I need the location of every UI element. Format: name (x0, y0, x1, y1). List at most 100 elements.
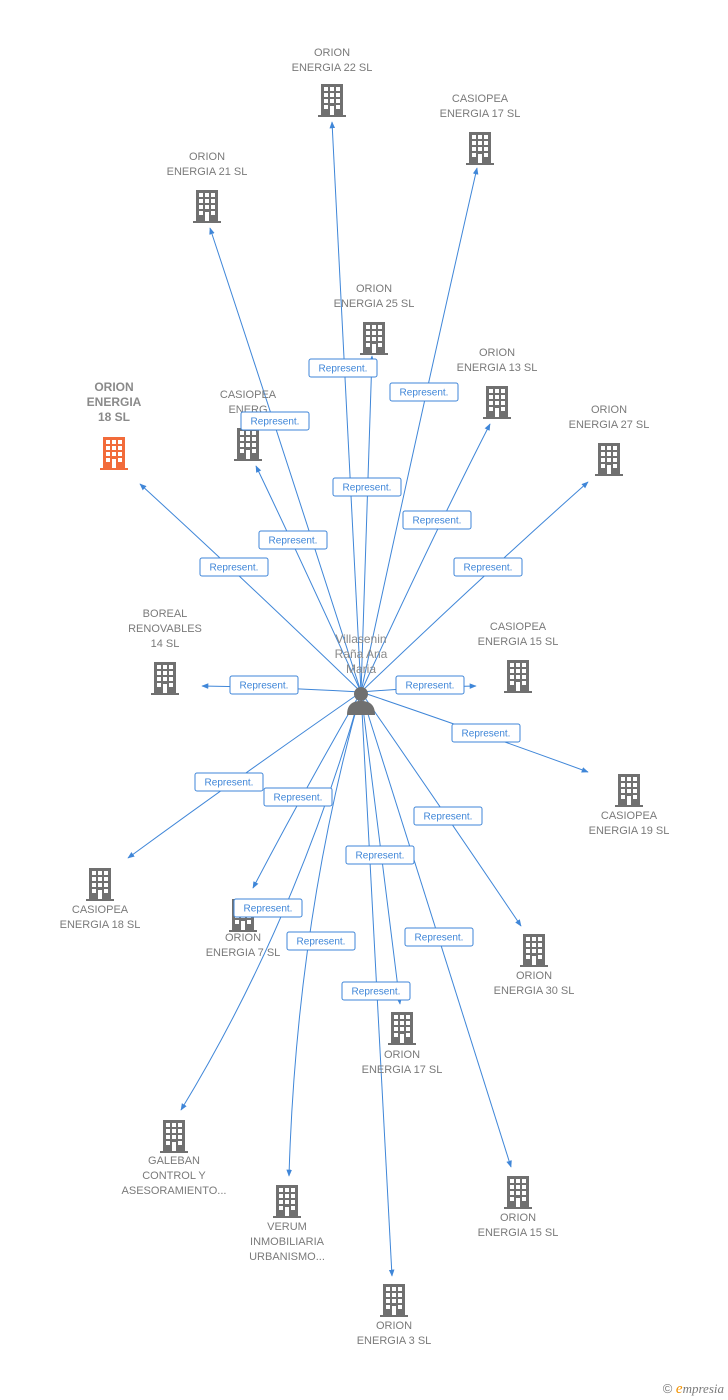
edge-label-box (240, 411, 310, 431)
company-name-line: ENERGIA 15 SL (478, 1227, 559, 1239)
building-icon (504, 1176, 532, 1209)
company-node-orion-energia-17[interactable]: ORION ENERGIA 17 SL (362, 1012, 443, 1076)
center-name-line-2: Raña Ana (335, 647, 388, 661)
edge-label-orion-energia-13[interactable]: Represent. (402, 510, 472, 530)
edge-label-box (229, 675, 299, 695)
edge-label-text: Represent. (352, 987, 401, 998)
edge-label-galeban-control[interactable]: Represent. (286, 931, 356, 951)
edge-label-text: Represent. (406, 681, 455, 692)
company-name-line: 18 SL (98, 410, 130, 424)
company-name-line: ORION (384, 1049, 420, 1061)
edge-label-orion-energia-7[interactable]: Represent. (263, 787, 333, 807)
edge-label-text: Represent. (269, 536, 318, 547)
edge-label-casiopea-energia-15[interactable]: Represent. (395, 675, 465, 695)
edge-label-text: Represent. (400, 388, 449, 399)
edge-label-text: Represent. (356, 851, 405, 862)
edge-label-box (345, 845, 415, 865)
company-name-line: INMOBILIARIA (250, 1236, 325, 1248)
company-name-line: ORION (314, 47, 350, 59)
edge-label-box (194, 772, 264, 792)
company-name-line: ORION (225, 932, 261, 944)
edge-line-orion-energia-21 (209, 227, 362, 693)
company-name-line: URBANISMO... (249, 1251, 325, 1263)
edge-label-orion-energia-22[interactable]: Represent. (308, 358, 378, 378)
edge-label-text: Represent. (343, 483, 392, 494)
edge-label-verum-inmobiliaria[interactable]: Represent. (233, 898, 303, 918)
building-icon (615, 774, 643, 807)
edge-label-text: Represent. (424, 812, 473, 823)
edge-label-text: Represent. (205, 778, 254, 789)
company-name-line: ORION (94, 380, 133, 394)
company-name-line: ENERGIA 30 SL (494, 985, 575, 997)
company-node-orion-energia-30[interactable]: ORION ENERGIA 30 SL (494, 934, 575, 997)
edge-label-orion-energia-18[interactable]: Represent. (199, 557, 269, 577)
edge-label-casiopea-energia-17[interactable]: Represent. (389, 382, 459, 402)
edge-line-orion-energia-13 (360, 423, 491, 693)
company-node-verum-inmobiliaria[interactable]: VERUM INMOBILIARIA URBANISMO... (249, 1185, 325, 1263)
edge-label-orion-energia-17[interactable]: Represent. (345, 845, 415, 865)
company-node-orion-energia-27[interactable]: ORION ENERGIA 27 SL (569, 404, 650, 476)
company-node-orion-energia-3[interactable]: ORION ENERGIA 3 SL (357, 1284, 432, 1347)
edge-label-box (451, 723, 521, 743)
edge-label-box (263, 787, 333, 807)
copyright-symbol: © (662, 1381, 673, 1396)
edge-label-casiopea-energia-19[interactable]: Represent. (451, 723, 521, 743)
company-name-line: CONTROL Y (142, 1170, 206, 1182)
edge-label-box (258, 530, 328, 550)
building-icon (151, 662, 179, 695)
edge-label-orion-energia-25[interactable]: Represent. (332, 477, 402, 497)
company-name-line: ORION (356, 283, 392, 295)
building-icon (318, 84, 346, 117)
company-name-line: ENERGIA 18 SL (60, 919, 141, 931)
company-name-line: ORION (189, 151, 225, 163)
company-name-line: ORION (591, 404, 627, 416)
building-icon (234, 428, 262, 461)
building-icon (483, 386, 511, 419)
edge-line-orion-energia-22 (329, 121, 362, 693)
center-person[interactable]: Villasenin Raña Ana Maria (335, 632, 388, 715)
company-name-line: ENERGIA 27 SL (569, 419, 650, 431)
company-name-line: ORION (376, 1320, 412, 1332)
edge-label-boreal-renovables-14[interactable]: Represent. (229, 675, 299, 695)
edge-label-orion-energia-30[interactable]: Represent. (413, 806, 483, 826)
edge-label-text: Represent. (297, 937, 346, 948)
footer-brand[interactable]: © empresia (663, 1381, 724, 1398)
edge-label-orion-energia-21[interactable]: Represent. (240, 411, 310, 431)
building-icon (360, 322, 388, 355)
building-icon (466, 132, 494, 165)
edge-label-text: Represent. (251, 417, 300, 428)
edge-label-orion-energia-3[interactable]: Represent. (341, 981, 411, 1001)
edge-label-casiopea-energia-18[interactable]: Represent. (194, 772, 264, 792)
company-name-line: VERUM (267, 1221, 307, 1233)
company-name-line: ENERGIA 17 SL (362, 1064, 443, 1076)
edge-label-orion-energia-15[interactable]: Represent. (404, 927, 474, 947)
edge-line-orion-energia-25 (360, 355, 375, 693)
edge-label-text: Represent. (274, 793, 323, 804)
company-name-line: ENERGIA 3 SL (357, 1335, 432, 1347)
building-icon (595, 443, 623, 476)
building-icon (388, 1012, 416, 1045)
building-icon (86, 868, 114, 901)
edge-label-orion-energia-27[interactable]: Represent. (453, 557, 523, 577)
edge-label-casiopea-hidden[interactable]: Represent. (258, 530, 328, 550)
building-icon (160, 1120, 188, 1153)
edge-label-text: Represent. (415, 933, 464, 944)
company-name-line: GALEBAN (148, 1155, 200, 1167)
edge-label-text: Represent. (319, 364, 368, 375)
company-name-line: CASIOPEA (490, 621, 547, 633)
company-name-line: ORION (516, 970, 552, 982)
edge-label-text: Represent. (240, 681, 289, 692)
